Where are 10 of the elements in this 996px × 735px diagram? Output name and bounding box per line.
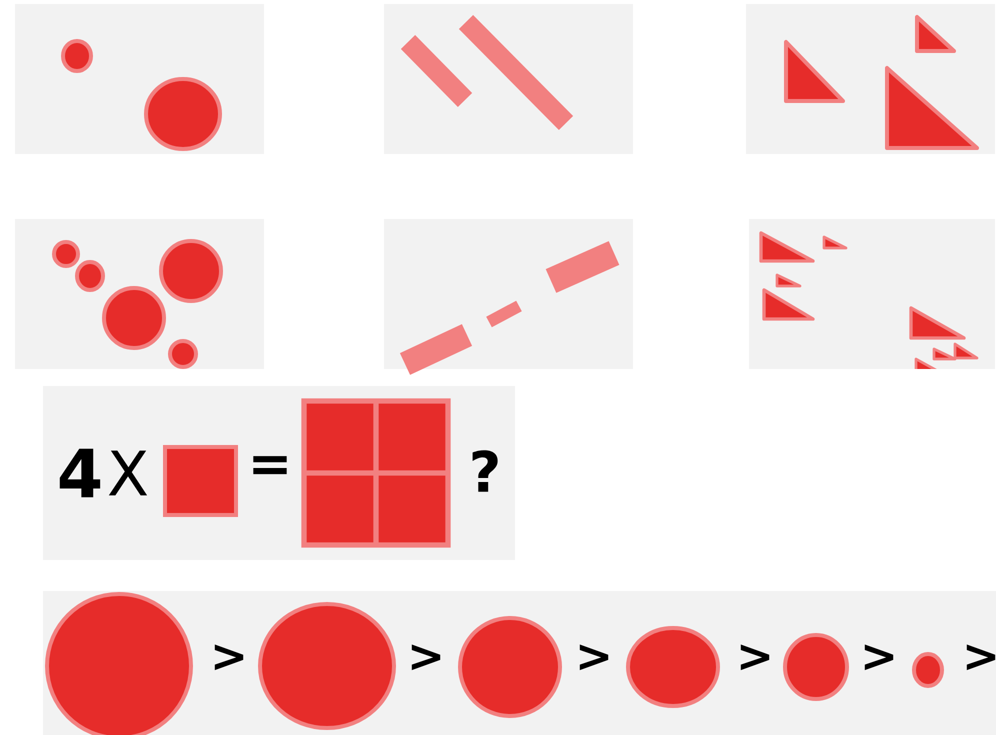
times-sign: X xyxy=(108,450,148,496)
equals-sign: = xyxy=(253,456,287,474)
number: 4 xyxy=(60,448,100,498)
greater-than-sign: > xyxy=(412,644,440,670)
greater-than-sign: > xyxy=(864,644,894,670)
greater-than-sign: > xyxy=(740,644,770,670)
greater-than-sign: > xyxy=(580,644,608,670)
question-mark: ? xyxy=(472,450,498,492)
greater-than-sign: > xyxy=(966,644,996,670)
greater-than-sign: > xyxy=(214,644,244,670)
